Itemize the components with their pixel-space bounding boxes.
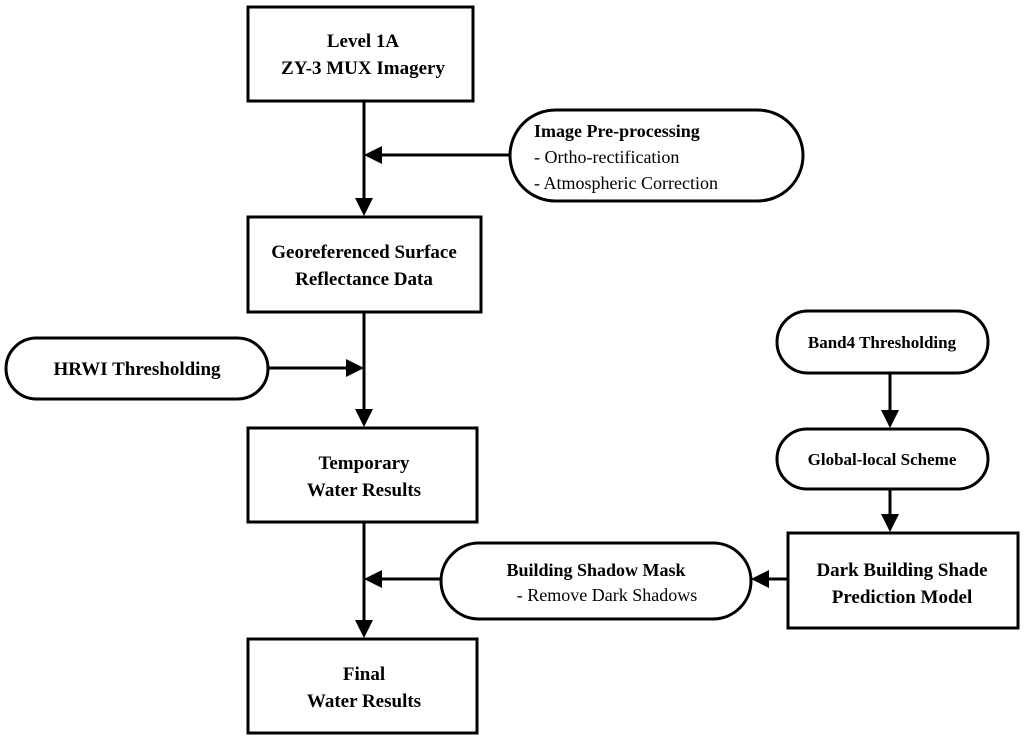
temporary-line-1: Temporary: [318, 453, 410, 474]
temporary-line-2: Water Results: [307, 480, 421, 501]
preprocessing-title: Image Pre-processing: [534, 121, 700, 141]
level1a-line-1: Level 1A: [327, 31, 400, 52]
final-line-2: Water Results: [307, 691, 421, 712]
node-shadowmask: Building Shadow Mask - Remove Dark Shado…: [439, 541, 753, 621]
arrowhead-shadowmask-icon: [364, 570, 382, 588]
band4-label: Band4 Thresholding: [808, 333, 957, 352]
shadowmask-item-1: - Remove Dark Shadows: [517, 585, 697, 605]
node-georeferenced: Georeferenced Surface Reflectance Data: [246, 215, 483, 314]
arrowhead-georeferenced-icon: [355, 198, 373, 216]
node-final: Final Water Results: [246, 637, 479, 735]
node-preprocessing: Image Pre-processing - Ortho-rectificati…: [508, 108, 805, 203]
shadowmask-title: Building Shadow Mask: [506, 560, 685, 580]
preprocessing-item-2: - Atmospheric Correction: [534, 173, 718, 193]
darkmodel-line-2: Prediction Model: [832, 587, 973, 608]
arrowhead-preprocessing-icon: [364, 146, 382, 164]
arrowhead-hrwi-icon: [346, 359, 364, 377]
node-temporary: Temporary Water Results: [246, 426, 479, 524]
arrowhead-shadowmask-in-icon: [751, 570, 769, 588]
globallocal-label: Global-local Scheme: [808, 450, 957, 469]
arrowhead-final-icon: [355, 620, 373, 638]
georeferenced-line-2: Reflectance Data: [295, 269, 433, 290]
darkmodel-line-1: Dark Building Shade: [816, 560, 987, 581]
node-level1a: Level 1A ZY-3 MUX Imagery: [246, 5, 475, 103]
preprocessing-item-1: - Ortho-rectification: [534, 147, 679, 167]
level1a-line-2: ZY-3 MUX Imagery: [281, 58, 445, 79]
hrwi-label: HRWI Thresholding: [53, 359, 221, 380]
final-line-1: Final: [343, 664, 385, 685]
connectors: [268, 101, 899, 638]
arrowhead-temporary-icon: [355, 409, 373, 427]
node-darkmodel: Dark Building Shade Prediction Model: [786, 531, 1020, 630]
arrowhead-darkmodel-icon: [881, 514, 899, 532]
node-band4: Band4 Thresholding: [775, 309, 990, 375]
node-hrwi: HRWI Thresholding: [4, 336, 270, 401]
georeferenced-line-1: Georeferenced Surface: [271, 242, 457, 263]
arrowhead-globallocal-icon: [881, 410, 899, 428]
node-globallocal: Global-local Scheme: [775, 427, 990, 491]
